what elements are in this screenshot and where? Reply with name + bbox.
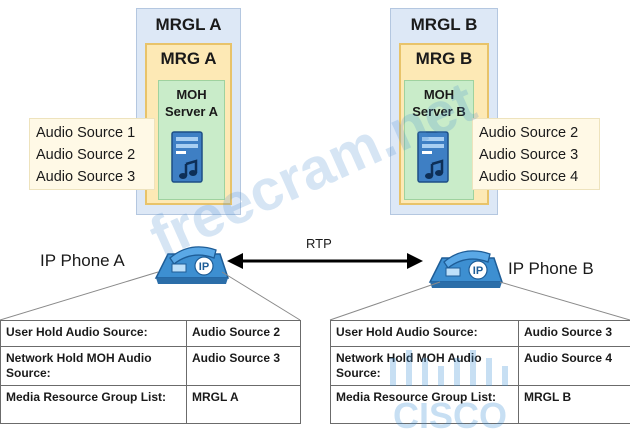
table-cell-label: User Hold Audio Source: xyxy=(330,320,519,347)
table-cell-value: MRGL A xyxy=(186,385,301,424)
audio-source-b-3: Audio Source 4 xyxy=(479,169,579,185)
table-cell-value: Audio Source 2 xyxy=(186,320,301,347)
table-cell-label: User Hold Audio Source: xyxy=(0,320,187,347)
table-row: Media Resource Group List: MRGL B xyxy=(330,385,630,424)
audio-source-b-2: Audio Source 3 xyxy=(479,147,579,163)
moh-server-b-line1: MOH xyxy=(423,87,455,102)
ip-phone-a-badge: IP xyxy=(199,261,209,273)
phone-a-settings-table: User Hold Audio Source: Audio Source 2 N… xyxy=(0,320,301,424)
ip-phone-b-label: IP Phone B xyxy=(508,259,594,278)
ip-phone-b-badge: IP xyxy=(473,265,483,277)
phone-b-settings-table: User Hold Audio Source: Audio Source 3 N… xyxy=(330,320,630,424)
audio-source-b-1: Audio Source 2 xyxy=(479,125,579,141)
table-cell-value: Audio Source 3 xyxy=(518,320,630,347)
mrg-a-title: MRG A xyxy=(160,49,217,68)
ip-phone-a-icon: IP xyxy=(154,246,230,284)
ip-phone-b-icon: IP xyxy=(428,250,504,288)
table-cell-label: Media Resource Group List: xyxy=(330,385,519,424)
mrg-b-title: MRG B xyxy=(415,49,473,68)
audio-sources-b: Audio Source 2 Audio Source 3 Audio Sour… xyxy=(472,118,600,190)
table-cell-label: Network Hold MOH Audio Source: xyxy=(0,346,187,386)
table-row: Network Hold MOH Audio Source: Audio Sou… xyxy=(330,346,630,386)
table-cell-label: Network Hold MOH Audio Source: xyxy=(330,346,519,386)
music-server-a-icon xyxy=(171,131,203,183)
moh-server-b-line2: Server B xyxy=(412,104,466,119)
cisco-logo-icon: CISCO xyxy=(390,350,508,432)
audio-source-a-3: Audio Source 3 xyxy=(36,169,136,185)
mrgl-a-title: MRGL A xyxy=(155,15,222,34)
rtp-label: RTP xyxy=(306,236,332,251)
cisco-logo-text: CISCO xyxy=(393,395,507,432)
mrgl-b-title: MRGL B xyxy=(410,15,478,34)
moh-server-a-line2: Server A xyxy=(165,104,218,119)
table-row: Network Hold MOH Audio Source: Audio Sou… xyxy=(0,346,301,386)
music-server-b-icon xyxy=(417,131,449,183)
table-cell-value: Audio Source 3 xyxy=(186,346,301,386)
audio-sources-a: Audio Source 1 Audio Source 2 Audio Sour… xyxy=(29,118,155,190)
audio-source-a-1: Audio Source 1 xyxy=(36,125,136,141)
table-cell-label: Media Resource Group List: xyxy=(0,385,187,424)
audio-source-a-2: Audio Source 2 xyxy=(36,147,136,163)
table-row: User Hold Audio Source: Audio Source 2 xyxy=(0,320,301,347)
table-row: Media Resource Group List: MRGL A xyxy=(0,385,301,424)
rtp-link xyxy=(227,253,423,269)
table-row: User Hold Audio Source: Audio Source 3 xyxy=(330,320,630,347)
moh-server-a-line1: MOH xyxy=(176,87,207,102)
ip-phone-a-label: IP Phone A xyxy=(40,251,125,270)
